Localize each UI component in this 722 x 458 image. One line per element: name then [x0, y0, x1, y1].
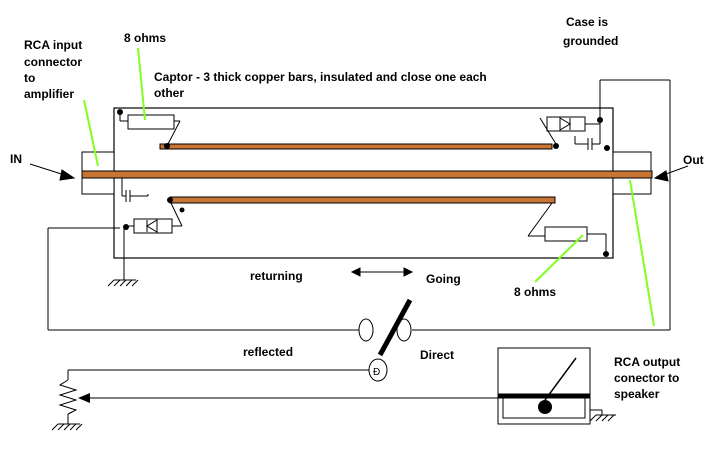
label-in: IN [10, 152, 22, 166]
label-captor: Captor - 3 thick copper bars, insulated … [154, 70, 487, 84]
label-case-2: grounded [563, 34, 618, 48]
resistor-top-left [119, 112, 181, 145]
label-rca-input-2: connector [24, 55, 82, 69]
meter-pivot [538, 400, 552, 414]
top-copper-bar [159, 143, 553, 150]
label-direct: Direct [420, 348, 454, 362]
diode-bottom-left [107, 200, 183, 287]
node-top-bar-left [164, 143, 170, 149]
node-top-bar-right [553, 143, 559, 149]
selector-switch[interactable] [358, 298, 413, 382]
diode-top-right [539, 79, 671, 330]
capacitor-bottom-left [121, 178, 148, 202]
node-top-right-cap [604, 145, 610, 151]
meter [497, 347, 616, 425]
capacitor-top-right [574, 136, 600, 150]
node-top-left [117, 109, 123, 115]
direction-arrow [350, 267, 414, 277]
node-bottom-left-diode [123, 224, 129, 230]
label-going: Going [426, 272, 461, 286]
label-rca-input: RCA input [24, 38, 82, 52]
label-rca-input-4: amplifier [24, 87, 74, 101]
in-arrow [29, 163, 76, 181]
resistor-bottom-right [527, 202, 607, 254]
label-rca-output-2: conector to [614, 371, 679, 385]
label-rca-output: RCA output [614, 355, 680, 369]
switch-knob-glyph: Ð [373, 367, 380, 378]
label-captor-2: other [154, 86, 184, 100]
label-ohms-top: 8 ohms [124, 31, 166, 45]
label-out: Out [683, 153, 704, 167]
label-returning: returning [250, 269, 303, 283]
input-return-wire [47, 194, 670, 331]
bottom-copper-bar [169, 196, 556, 204]
leader-lines [83, 47, 655, 327]
reflected-wire [51, 369, 500, 431]
label-case: Case is [566, 15, 608, 29]
out-arrow [653, 165, 689, 182]
label-rca-input-3: to [24, 71, 35, 85]
wiper-arrow [78, 393, 90, 403]
label-ohms-bottom: 8 ohms [514, 285, 556, 299]
node-top-right [597, 117, 603, 123]
label-reflected: reflected [243, 345, 293, 359]
node-bottom-bar-left [167, 197, 173, 203]
node-bottom-right [603, 251, 609, 257]
node-bottom-left-junction [179, 207, 185, 213]
label-rca-output-3: speaker [614, 387, 660, 401]
center-copper-bar [81, 170, 653, 179]
